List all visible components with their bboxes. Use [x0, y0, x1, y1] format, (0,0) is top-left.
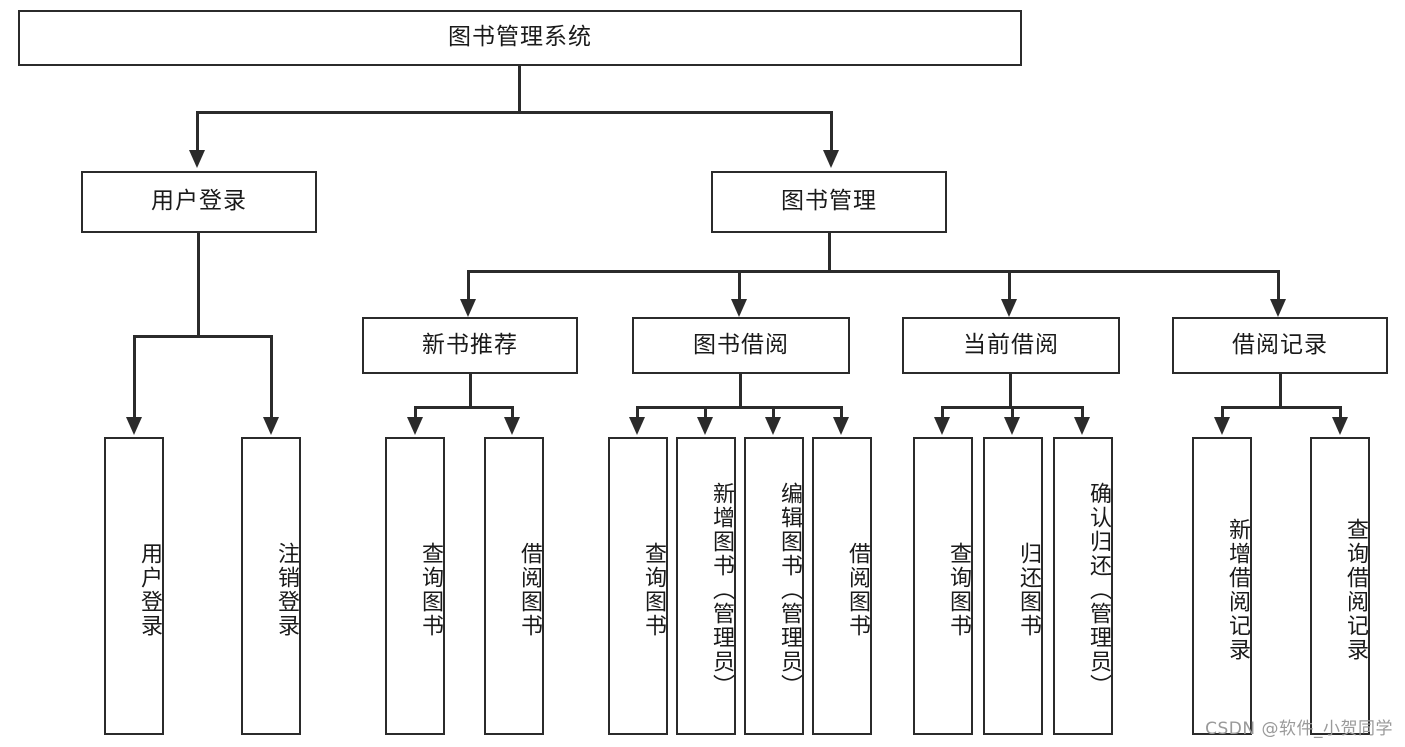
node-label: 确认归还（管理员） [1086, 482, 1111, 698]
node-user-login[interactable]: 用户登录 [81, 171, 317, 233]
arrowhead-leaf-add-borrow-record [1214, 417, 1230, 435]
arrowhead-to-book-manage [823, 150, 839, 168]
connector-book-borrow-trunk [739, 374, 742, 406]
connector-book-borrow-to-leaf-1 [636, 406, 639, 420]
node-label: 编辑图书（管理员） [777, 482, 802, 698]
node-leaf-edit-book-admin[interactable]: 编辑图书（管理员） [744, 437, 804, 735]
connector-new-book-trunk [469, 374, 472, 406]
connector-user-login-bus [133, 335, 272, 338]
connector-current-borrow-to-leaf-3 [1081, 406, 1084, 420]
connector-root-trunk [518, 66, 521, 111]
node-current-borrow[interactable]: 当前借阅 [902, 317, 1120, 374]
arrowhead-leaf-logout [263, 417, 279, 435]
connector-book-manage-trunk [828, 233, 831, 270]
node-leaf-add-book-admin[interactable]: 新增图书（管理员） [676, 437, 736, 735]
connector-current-borrow-trunk [1009, 374, 1012, 406]
connector-book-manage-to-new-book [467, 270, 470, 302]
node-label: 查询图书 [641, 542, 666, 638]
csdn-watermark: CSDN @软件_小贺同学 [1205, 719, 1393, 739]
node-root-system[interactable]: 图书管理系统 [18, 10, 1022, 66]
connector-borrow-record-trunk [1279, 374, 1282, 406]
node-new-book-recommend[interactable]: 新书推荐 [362, 317, 578, 374]
connector-root-bus [196, 111, 833, 114]
arrowhead-leaf-borrow-book-rec [504, 417, 520, 435]
connector-root-to-book-manage [830, 111, 833, 153]
connector-borrow-record-to-leaf-2 [1339, 406, 1342, 420]
node-label: 新增借阅记录 [1225, 518, 1250, 662]
arrowhead-leaf-user-login [126, 417, 142, 435]
node-label: 用户登录 [151, 188, 247, 215]
node-label: 查询图书 [418, 542, 443, 638]
connector-user-login-to-leaf-1 [133, 335, 136, 420]
connector-new-book-to-leaf-2 [511, 406, 514, 420]
arrowhead-leaf-query-book-borrow [629, 417, 645, 435]
node-label: 查询借阅记录 [1343, 518, 1368, 662]
node-leaf-query-book-current[interactable]: 查询图书 [913, 437, 973, 735]
arrowhead-current-borrow [1001, 299, 1017, 317]
node-leaf-query-borrow-record[interactable]: 查询借阅记录 [1310, 437, 1370, 735]
node-label: 当前借阅 [963, 331, 1059, 358]
node-label: 借阅图书 [517, 542, 542, 638]
arrowhead-leaf-query-book-rec [407, 417, 423, 435]
connector-book-manage-to-current-borrow [1008, 270, 1011, 302]
arrowhead-leaf-query-book-current [934, 417, 950, 435]
node-label: 新增图书（管理员） [709, 482, 734, 698]
arrowhead-leaf-borrow-book [833, 417, 849, 435]
connector-book-borrow-to-leaf-2 [704, 406, 707, 420]
node-leaf-return-book[interactable]: 归还图书 [983, 437, 1043, 735]
connector-root-to-user-login [196, 111, 199, 153]
node-borrow-record[interactable]: 借阅记录 [1172, 317, 1388, 374]
arrowhead-book-borrow [731, 299, 747, 317]
node-leaf-confirm-return-admin[interactable]: 确认归还（管理员） [1053, 437, 1113, 735]
node-label: 图书借阅 [693, 331, 789, 358]
arrowhead-leaf-edit-book-admin [765, 417, 781, 435]
node-leaf-add-borrow-record[interactable]: 新增借阅记录 [1192, 437, 1252, 735]
connector-current-borrow-to-leaf-2 [1011, 406, 1014, 420]
connector-new-book-to-leaf-1 [414, 406, 417, 420]
node-label: 注销登录 [274, 542, 299, 638]
connector-current-borrow-to-leaf-1 [941, 406, 944, 420]
node-leaf-borrow-book[interactable]: 借阅图书 [812, 437, 872, 735]
arrowhead-leaf-add-book-admin [697, 417, 713, 435]
node-label: 归还图书 [1016, 542, 1041, 638]
connector-book-manage-bus [467, 270, 1280, 273]
arrowhead-leaf-query-borrow-record [1332, 417, 1348, 435]
node-label: 新书推荐 [422, 331, 518, 358]
arrowhead-borrow-record [1270, 299, 1286, 317]
node-leaf-logout[interactable]: 注销登录 [241, 437, 301, 735]
connector-book-borrow-bus [636, 406, 843, 409]
node-leaf-query-book-borrow[interactable]: 查询图书 [608, 437, 668, 735]
node-leaf-user-login[interactable]: 用户登录 [104, 437, 164, 735]
node-label: 借阅图书 [845, 542, 870, 638]
connector-new-book-bus [414, 406, 513, 409]
arrowhead-leaf-return-book [1004, 417, 1020, 435]
connector-borrow-record-to-leaf-1 [1221, 406, 1224, 420]
connector-book-borrow-to-leaf-4 [840, 406, 843, 420]
node-label: 图书管理 [781, 188, 877, 215]
connector-book-manage-to-book-borrow [738, 270, 741, 302]
node-label: 图书管理系统 [448, 24, 592, 51]
node-leaf-borrow-book-rec[interactable]: 借阅图书 [484, 437, 544, 735]
node-book-manage[interactable]: 图书管理 [711, 171, 947, 233]
arrowhead-new-book-recommend [460, 299, 476, 317]
node-book-borrow[interactable]: 图书借阅 [632, 317, 850, 374]
node-label: 用户登录 [137, 542, 162, 638]
arrowhead-to-user-login [189, 150, 205, 168]
connector-book-borrow-to-leaf-3 [772, 406, 775, 420]
connector-user-login-trunk [197, 233, 200, 335]
connector-user-login-to-leaf-2 [270, 335, 273, 420]
node-label: 借阅记录 [1232, 331, 1328, 358]
node-label: 查询图书 [946, 542, 971, 638]
node-leaf-query-book-rec[interactable]: 查询图书 [385, 437, 445, 735]
arrowhead-leaf-confirm-return-admin [1074, 417, 1090, 435]
connector-book-manage-to-borrow-record [1277, 270, 1280, 302]
connector-borrow-record-bus [1221, 406, 1339, 409]
